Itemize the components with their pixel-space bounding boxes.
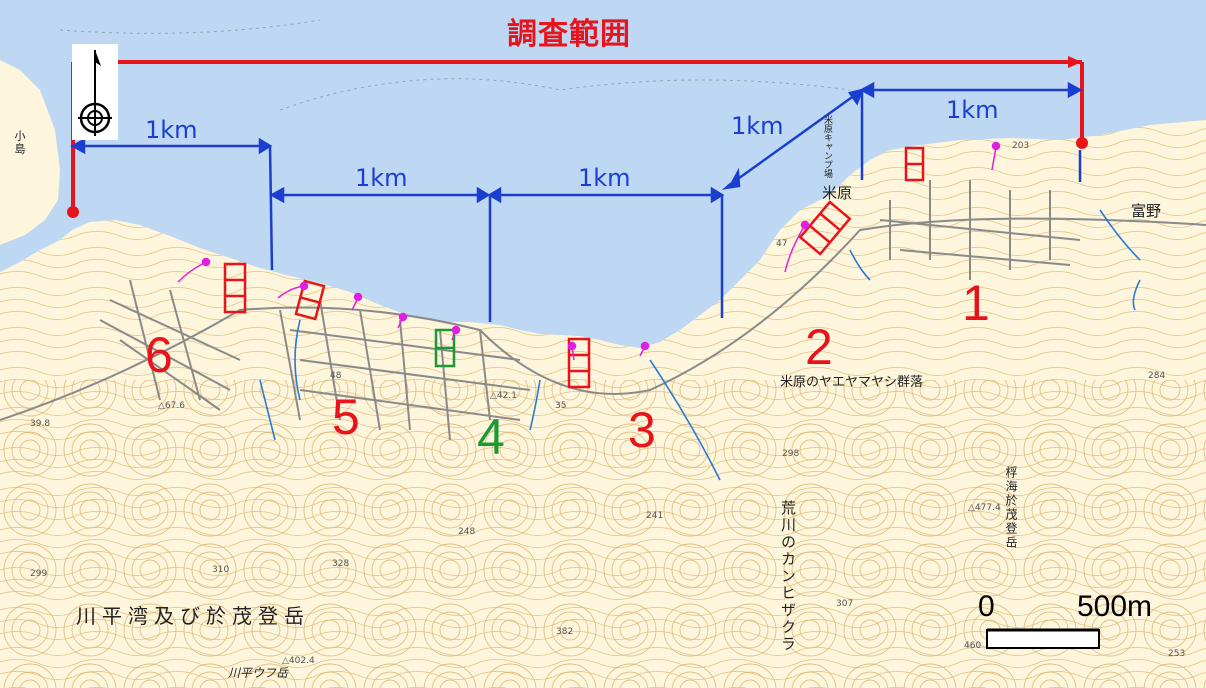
elevation-label: 284	[1148, 371, 1166, 381]
elevation-label: 307	[836, 599, 854, 609]
endpoint-dot	[1076, 137, 1088, 149]
reef-line	[59, 19, 321, 34]
zone-number-2: 2	[805, 319, 833, 375]
elevation-label: 241	[646, 511, 664, 521]
elevation-label: 310	[212, 565, 230, 575]
distance-label: 1km	[731, 112, 784, 140]
elevation-label: 253	[1168, 649, 1186, 659]
endpoint-dot	[67, 206, 79, 218]
elevation-label: △67.6	[158, 401, 185, 411]
elevation-label: 48	[330, 371, 342, 381]
plot-zone-5	[294, 279, 326, 321]
elevation-label: 248	[458, 527, 476, 537]
zone-number-5: 5	[332, 389, 360, 445]
elevation-label: △402.4	[282, 656, 315, 666]
elevation-label: 382	[556, 627, 574, 637]
sea-area	[0, 0, 1206, 348]
elevation-label: 298	[782, 449, 800, 459]
place-label: 米原のヤエヤマヤシ群落	[780, 375, 924, 390]
distance-markers	[70, 81, 1083, 322]
place-label: 小島	[13, 130, 26, 156]
distance-label: 1km	[145, 116, 198, 144]
elevation-label: 47	[776, 239, 788, 249]
place-label: 川平湾及び於茂登岳	[76, 604, 310, 628]
north-arrow-icon	[72, 44, 118, 140]
plot-zone-3	[567, 337, 591, 389]
distance-label: 1km	[578, 164, 631, 192]
zone-number-1: 1	[962, 275, 990, 331]
zone-number-6: 6	[145, 327, 173, 383]
distance-label: 1km	[946, 96, 999, 124]
elevation-label: 203	[1012, 141, 1030, 151]
zone-number-3: 3	[628, 402, 656, 458]
elevation-label: 460	[964, 641, 982, 651]
scale-max-label: 500m	[1077, 590, 1153, 623]
place-label: 米原	[822, 184, 853, 202]
place-label: 富野	[1131, 202, 1162, 220]
elevation-label: 39.8	[30, 419, 51, 429]
place-label: 荒川のカンヒザクラ	[779, 500, 797, 653]
transect-markers	[177, 141, 1001, 361]
elevation-label: 299	[30, 569, 48, 579]
distance-label: 1km	[355, 164, 408, 192]
zone-plots	[223, 146, 925, 389]
scale-zero-label: 0	[978, 590, 995, 623]
place-label: 川平ウフ岳	[228, 666, 289, 680]
left-coast	[0, 60, 60, 245]
place-label: 米原キャンプ場	[822, 115, 832, 178]
place-label: 桴海於茂登岳	[1004, 466, 1018, 550]
plot-zone-1	[904, 146, 925, 182]
survey-range-title: 調査範囲	[507, 17, 631, 52]
plot-zone-4	[434, 328, 456, 368]
arrowhead-right	[1068, 56, 1082, 68]
elevation-label: △477.4	[968, 503, 1001, 513]
reef-line	[279, 78, 851, 111]
road-network	[0, 180, 1206, 441]
scale-bar	[986, 628, 1100, 649]
plot-zone-2	[798, 200, 852, 256]
zone-number-4: 4	[477, 409, 505, 465]
elevation-label: 328	[332, 559, 350, 569]
plot-zone-6	[223, 262, 247, 314]
streams	[259, 209, 1141, 481]
elevation-label: 35	[555, 401, 567, 411]
elevation-label: △42.1	[490, 391, 517, 401]
